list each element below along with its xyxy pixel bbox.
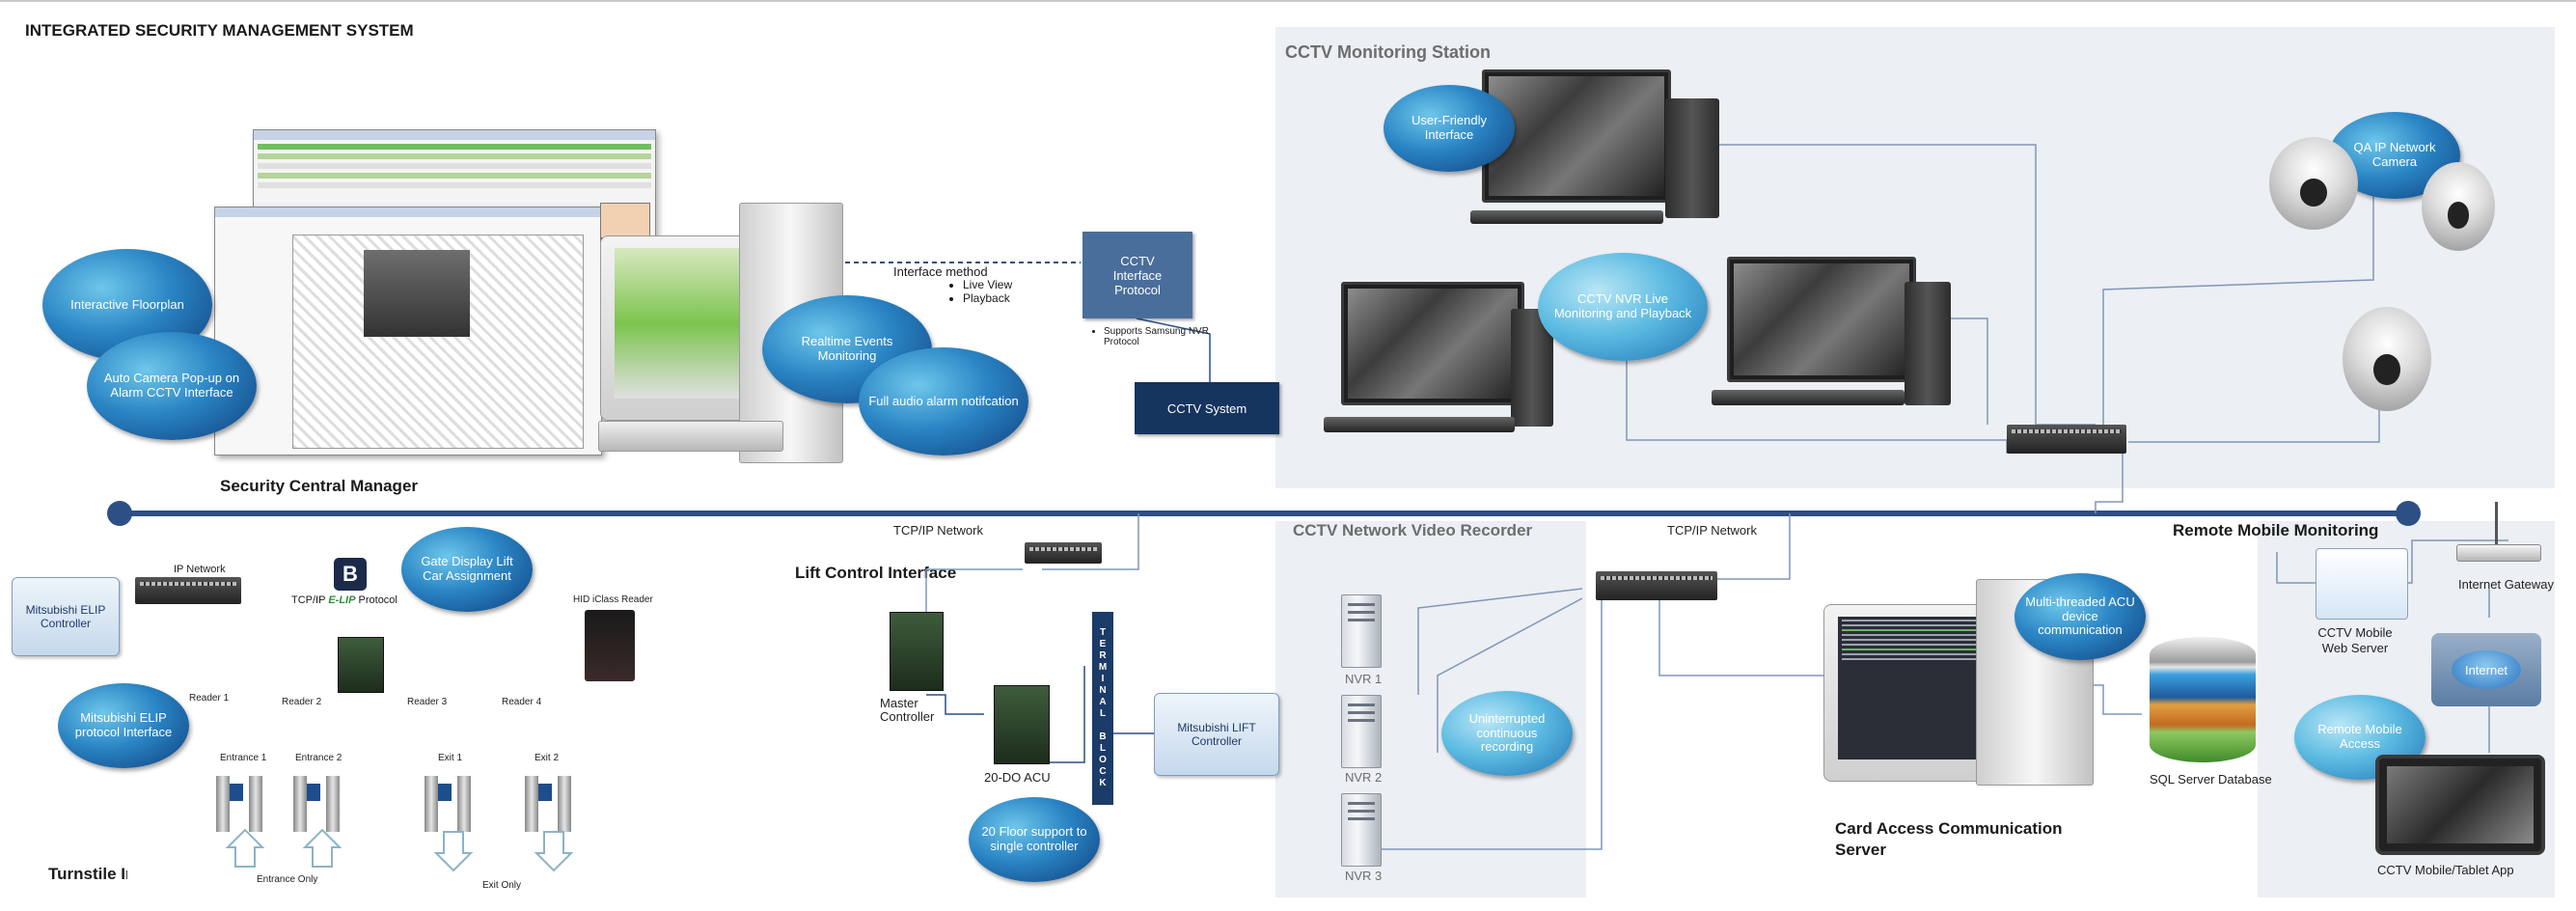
mitsubishi-lift-controller: Mitsubishi LIFT Controller (1154, 693, 1279, 776)
nvr-section-title: CCTV Network Video Recorder (1293, 521, 1533, 539)
turnstile-controller (338, 637, 384, 693)
dome-camera-3 (2343, 307, 2431, 411)
nvr-2 (1341, 695, 1382, 768)
nvr-3-label: NVR 3 (1345, 869, 1383, 883)
nvr-2-label: NVR 2 (1345, 770, 1383, 785)
nvr-1-label: NVR 1 (1345, 672, 1383, 686)
internet-icon: Internet (2431, 633, 2541, 706)
cctv-keyboard-2 (1324, 417, 1515, 432)
acu-label: 20-DO ACU (984, 770, 1051, 785)
entrance-only-label: Entrance Only (257, 874, 318, 885)
main-title: INTEGRATED SECURITY MANAGEMENT SYSTEM (25, 21, 414, 40)
reader-3-label: Reader 3 (407, 697, 448, 707)
bus-end-right (2396, 501, 2421, 526)
arrow-down-icon (433, 831, 474, 872)
nvr-3 (1341, 793, 1382, 867)
tablet-device (2375, 755, 2545, 855)
bubble-user-friendly: User-Friendly Interface (1384, 85, 1515, 172)
desktop-keyboard (598, 421, 783, 452)
master-controller-label: Master Controller (880, 696, 935, 725)
bubble-nvr-live: CCTV NVR Live Monitoring and Playback (1538, 253, 1708, 361)
exit-only-label: Exit Only (482, 880, 522, 891)
acu-controller (994, 685, 1050, 764)
lift-control-title: Lift Control Interface (795, 564, 957, 582)
terminal-block: TERMINAL BLOCK (1092, 612, 1113, 805)
protocol-to-system (1136, 317, 1211, 382)
bubble-auto-camera: Auto Camera Pop-up on Alarm CCTV Interfa… (87, 332, 257, 440)
internet-gateway-icon (2456, 502, 2541, 562)
hid-reader (585, 610, 635, 681)
b-badge: B (334, 558, 367, 591)
reader-2-label: Reader 2 (282, 697, 322, 707)
cctv-station-title: CCTV Monitoring Station (1285, 42, 1491, 62)
mobile-web-server (2316, 548, 2408, 620)
bubble-gate-display: Gate Display Lift Car Assignment (401, 527, 533, 612)
cctv-monitor-3 (1727, 257, 1916, 382)
turnstile-gate-3 (425, 776, 477, 832)
gate-entrance-1-label: Entrance 1 (220, 753, 267, 763)
nvr-switch (1596, 571, 1717, 600)
method-live-view: Live View (963, 278, 1012, 291)
mitsubishi-elip-controller: Mitsubishi ELIP Controller (12, 577, 120, 656)
ip-network-label: IP Network (174, 564, 226, 575)
bubble-elip-protocol: Mitsubishi ELIP protocol Interface (58, 683, 189, 768)
card-access-title: Card Access Communication Server (1835, 819, 2063, 860)
security-central-title: Security Central Manager (220, 477, 419, 495)
cctv-tower-1 (1665, 98, 1719, 218)
top-rule (0, 0, 2576, 2)
cctv-system-box: CCTV System (1135, 382, 1279, 434)
bubble-uninterrupted: Uninterrupted continuous recording (1441, 691, 1573, 776)
arrow-down-icon (534, 831, 574, 872)
dome-camera-2 (2422, 162, 2495, 251)
interface-method-title: Interface method (893, 264, 988, 279)
gate-entrance-2-label: Entrance 2 (295, 753, 343, 763)
hid-reader-label: HID iClass Reader (573, 594, 653, 605)
lift-switch (1025, 542, 1102, 564)
cctv-keyboard-1 (1470, 210, 1663, 224)
tcpip-label-left: TCP/IP Network (893, 523, 983, 538)
supports-note: Supports Samsung NVR Protocol (1092, 326, 1229, 347)
mobile-app-label: CCTV Mobile/Tablet App (2377, 863, 2514, 877)
tcpip-label-right: TCP/IP Network (1667, 523, 1757, 538)
arrow-up-icon (302, 828, 343, 868)
arrow-up-icon (225, 828, 265, 868)
ip-network-switch (135, 577, 241, 604)
gate-direction-arrows (225, 828, 574, 872)
sql-database-icon (2150, 637, 2256, 762)
method-playback: Playback (963, 291, 1012, 305)
bus-end-left (107, 501, 132, 526)
nvr-1 (1341, 594, 1382, 668)
bubble-full-audio: Full audio alarm notifcation (859, 347, 1028, 456)
reader-1-label: Reader 1 (189, 693, 230, 704)
internet-gateway-label: Internet Gateway (2458, 577, 2554, 592)
master-controller (890, 612, 944, 691)
remote-mobile-title: Remote Mobile Monitoring (2173, 521, 2379, 539)
elip-protocol-label: TCP/IP E-LIP Protocol (291, 594, 397, 606)
sql-server-label: SQL Server Database (2150, 772, 2272, 787)
cctv-switch (2007, 425, 2126, 454)
dome-camera-1 (2269, 137, 2358, 230)
reader-4-label: Reader 4 (502, 697, 542, 707)
bubble-multi-threaded: Multi-threaded ACU device communication (2014, 573, 2146, 660)
interface-method-list: Live View Playback (947, 278, 1012, 305)
turnstile-gate-2 (293, 776, 345, 832)
turnstile-gate-1 (216, 776, 268, 832)
turnstile-backdrop (127, 560, 654, 892)
mobile-web-server-label: CCTV Mobile Web Server (2317, 625, 2393, 655)
gate-exit-2-label: Exit 2 (534, 753, 560, 763)
server-monitor (1823, 604, 1999, 782)
cctv-keyboard-3 (1712, 390, 1905, 405)
cctv-interface-protocol-box: CCTV Interface Protocol (1082, 232, 1192, 318)
cctv-monitor-2 (1341, 282, 1524, 405)
turnstile-gate-4 (525, 776, 577, 832)
bubble-floor-support: 20 Floor support to single controller (969, 797, 1100, 882)
software-screenshot-floorplan (214, 207, 602, 456)
cctv-tower-3 (1905, 282, 1951, 405)
gate-exit-1-label: Exit 1 (438, 753, 463, 763)
